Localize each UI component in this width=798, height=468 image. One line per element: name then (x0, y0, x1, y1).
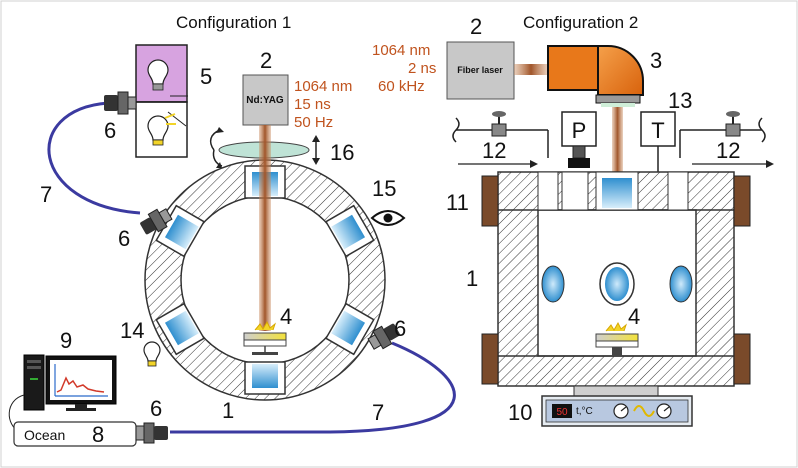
fiber-connector (367, 323, 400, 350)
sample-holder-config1 (243, 320, 287, 355)
label-13: 13 (668, 88, 692, 113)
fiber-laser: Fiber laser (446, 41, 515, 100)
laser-beam-config1 (259, 125, 271, 331)
bulb-icon (143, 341, 161, 367)
fiber-cable-top (47, 101, 141, 215)
label-12-left: 12 (482, 138, 506, 163)
spectrometer-label: Ocean (24, 427, 65, 443)
config2-title: Configuration 2 (523, 13, 638, 32)
fiber-connector (104, 91, 137, 115)
label-3: 3 (650, 48, 662, 73)
fiber-cable-bottom (170, 341, 456, 434)
heater-unit: t,°C (576, 406, 593, 417)
label-1-left: 1 (222, 398, 234, 423)
ndyag-label: Nd:YAG (246, 95, 284, 106)
label-15: 15 (372, 176, 396, 201)
label-9: 9 (60, 328, 72, 353)
heater-display: 50 (556, 407, 568, 418)
label-4-right: 4 (628, 304, 640, 329)
sample-holder-config2 (595, 321, 639, 356)
label-7-top: 7 (40, 182, 52, 207)
label-7-bottom: 7 (372, 400, 384, 425)
label-16: 16 (330, 140, 354, 165)
fiber-rate: 60 kHz (378, 78, 425, 95)
gas-line-right (679, 111, 766, 158)
eye-icon (370, 210, 406, 226)
view-port-center (605, 267, 629, 301)
label-12-right: 12 (716, 138, 740, 163)
label-11: 11 (446, 190, 469, 215)
bulb-icon (147, 113, 176, 146)
gas-line-left (452, 111, 549, 158)
lamp-box (135, 44, 188, 158)
label-6-top: 6 (104, 118, 116, 143)
label-14: 14 (120, 318, 144, 343)
view-port-left (541, 265, 565, 303)
computer-icon (23, 354, 117, 411)
bulb-icon (147, 59, 169, 91)
hotplate-icon: 50 t,°C (541, 385, 693, 427)
label-1-right: 1 (466, 266, 478, 291)
fiber-connector (140, 208, 173, 235)
label-2-right: 2 (470, 14, 482, 39)
label-5: 5 (200, 64, 212, 89)
flow-in-arrow (458, 160, 538, 168)
label-8: 8 (92, 422, 104, 447)
flow-out-arrow (692, 160, 774, 168)
clamp-top-left (481, 175, 499, 227)
view-port-right (669, 265, 693, 303)
ndyag-laser: Nd:YAG (242, 74, 289, 126)
fiber-beam-horizontal (514, 64, 548, 75)
ring-window-upper-right (324, 204, 375, 258)
ndyag-wavelength: 1064 nm (294, 78, 352, 95)
label-6-left: 6 (118, 226, 130, 251)
fiber-wavelength: 1064 nm (372, 42, 430, 59)
up-down-arrow-icon (312, 135, 320, 165)
fiber-connector (135, 422, 168, 444)
clamp-top-right (733, 175, 751, 227)
temperature-gauge-label: T (651, 118, 664, 143)
clamp-bottom-left (481, 333, 499, 385)
ring-window-bottom (244, 361, 286, 395)
label-6-bottom: 6 (150, 396, 162, 421)
ring-window-lower-right (324, 302, 375, 356)
scanner-head (547, 45, 644, 107)
fiber-pulse: 2 ns (408, 60, 436, 77)
ring-window-lower-left (155, 302, 206, 356)
pressure-gauge-label: P (572, 118, 587, 143)
fiber-laser-label: Fiber laser (457, 65, 503, 75)
label-10: 10 (508, 400, 532, 425)
ndyag-pulse: 15 ns (294, 96, 331, 113)
label-2-left: 2 (260, 48, 272, 73)
valve-icon (491, 111, 507, 137)
label-6-right: 6 (394, 316, 406, 341)
config1-title: Configuration 1 (176, 13, 291, 32)
label-4-left: 4 (280, 304, 292, 329)
spectrometer: Ocean (13, 421, 137, 447)
rotate-arrows-icon (209, 127, 224, 168)
pressure-gauge: P (561, 111, 597, 168)
valve-icon (725, 111, 741, 137)
ndyag-rate: 50 Hz (294, 114, 333, 131)
clamp-bottom-right (733, 333, 751, 385)
